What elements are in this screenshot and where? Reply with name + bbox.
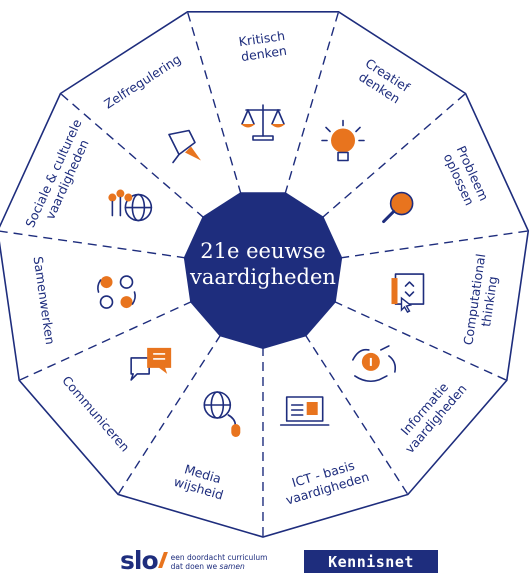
- slo-tagline-line2: dat doen we samen: [171, 562, 268, 571]
- kennisnet-label: Kennisnet: [328, 552, 414, 571]
- slo-logo: slo een doordacht curriculum dat doen we…: [120, 548, 267, 573]
- segment-label-line: Communiceren: [59, 373, 133, 455]
- outer-hendecagon: [0, 11, 530, 538]
- segment-divider-line: [340, 230, 529, 259]
- segment-divider-line: [304, 334, 409, 495]
- segment-divider-line: [18, 300, 193, 381]
- slo-tagline: een doordacht curriculum dat doen we sam…: [171, 553, 268, 571]
- center-title-line1: 21e eeuwse: [200, 239, 325, 263]
- kennisnet-logo: Kennisnet: [304, 550, 438, 573]
- hands-info-icon: [352, 345, 397, 383]
- segment-divider-line: [117, 334, 222, 495]
- laptop-icon: [279, 396, 330, 426]
- slo-wordmark: slo: [120, 546, 159, 575]
- scales-icon: [241, 104, 285, 141]
- segment-label-7: Communiceren: [59, 373, 133, 455]
- segment-label-line: thinking: [478, 275, 500, 327]
- segment-divider-line: [284, 11, 340, 195]
- book-cursor-icon: [391, 273, 425, 313]
- globe-mouse-icon: [203, 391, 241, 438]
- skills-wheel-diagram: KritischdenkenCreatiefdenkenProbleemoplo…: [0, 11, 530, 538]
- center-title-line2: vaardigheden: [189, 265, 336, 289]
- segment-icons: [97, 104, 425, 438]
- segment-label-line: denken: [240, 43, 288, 64]
- pushpin-icon: [168, 129, 201, 164]
- speech-bubbles-icon: [130, 347, 172, 381]
- segment-label-line: Samenwerken: [31, 255, 58, 345]
- segment-label-line: Zelfregulering: [101, 51, 183, 111]
- segment-label-line: Kritisch: [238, 28, 286, 49]
- collaboration-cycle-icon: [97, 275, 136, 309]
- people-globe-icon: [108, 189, 153, 222]
- slo-tagline-line1: een doordacht curriculum: [170, 553, 268, 562]
- slo-slash-mark: [157, 552, 168, 568]
- segment-divider-line: [186, 11, 242, 195]
- segment-label-8: Samenwerken: [31, 255, 58, 345]
- segment-divider-line: [321, 92, 467, 219]
- slo-tagline-prefix: dat doen we: [170, 562, 220, 571]
- segment-dividers: [0, 11, 529, 538]
- magnifier-icon: [382, 191, 414, 224]
- segment-divider-line: [0, 230, 186, 259]
- lightbulb-icon: [321, 119, 365, 162]
- segment-divider-line: [333, 300, 508, 381]
- segment-divider-line: [60, 92, 205, 219]
- slo-tagline-emphasis: samen: [219, 562, 245, 571]
- segment-label-10: Zelfregulering: [101, 51, 183, 111]
- center-hendecagon: [183, 192, 343, 349]
